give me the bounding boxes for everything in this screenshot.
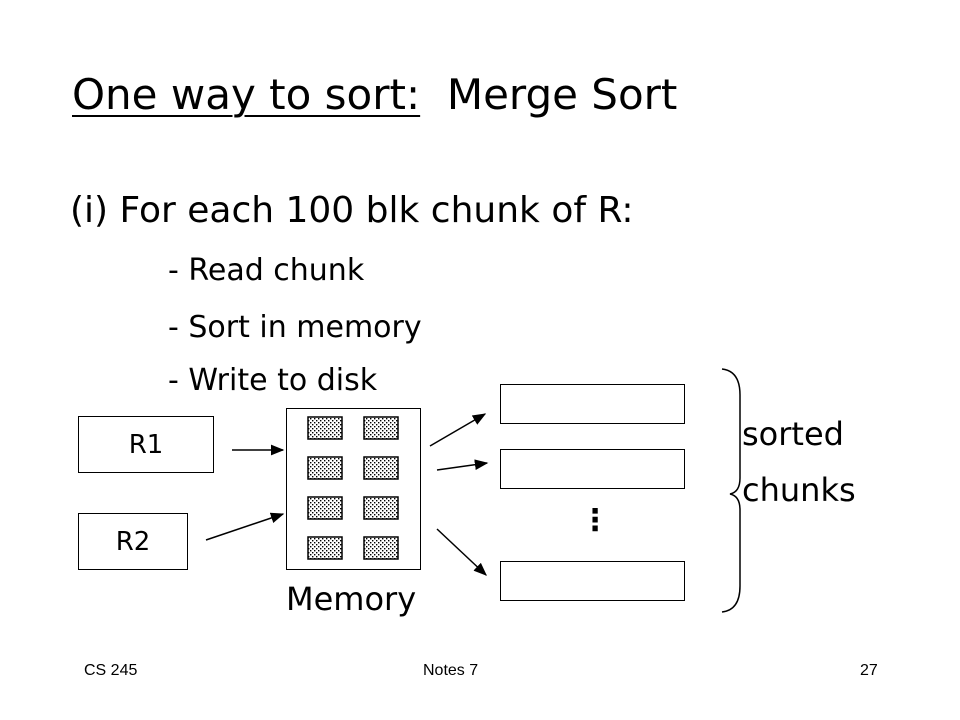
memory-label: Memory [286, 580, 417, 618]
footer-page-number: 27 [860, 662, 878, 679]
memory-block [363, 536, 399, 560]
brace-label-chunks: chunks [742, 471, 856, 509]
memory-block [363, 416, 399, 440]
substep-write: - Write to disk [168, 363, 378, 398]
vertical-ellipsis: ⋮ [580, 503, 610, 538]
sorted-chunk-box [500, 561, 685, 601]
memory-block [307, 536, 343, 560]
memory-block [363, 496, 399, 520]
memory-blocks [307, 416, 399, 560]
substep-read: - Read chunk [168, 253, 365, 288]
arrow-memory-to-chunk [436, 459, 489, 471]
footer-course: CS 245 [84, 662, 138, 679]
right-brace [721, 368, 741, 613]
arrow-r2-to-memory [205, 512, 285, 541]
relation-r2-box: R2 [78, 513, 188, 570]
title-rest: Merge Sort [446, 70, 678, 119]
brace-label-sorted: sorted [742, 415, 844, 453]
sorted-chunk-box [500, 449, 685, 489]
relation-r2-label: R2 [115, 526, 151, 557]
memory-block [363, 456, 399, 480]
memory-block [307, 496, 343, 520]
title-underlined: One way to sort: [72, 70, 421, 119]
substep-sort: - Sort in memory [168, 310, 422, 345]
relation-r1-box: R1 [78, 416, 214, 473]
arrow-memory-to-chunk [429, 413, 487, 447]
step-text: (i) For each 100 blk chunk of R: [70, 190, 634, 231]
memory-block [307, 416, 343, 440]
footer-notes: Notes 7 [423, 662, 479, 679]
relation-r1-label: R1 [128, 429, 164, 460]
arrow-memory-to-chunk [436, 528, 487, 576]
sorted-chunk-box [500, 384, 685, 424]
slide-title: One way to sort: Merge Sort [72, 74, 677, 116]
memory-block [307, 456, 343, 480]
